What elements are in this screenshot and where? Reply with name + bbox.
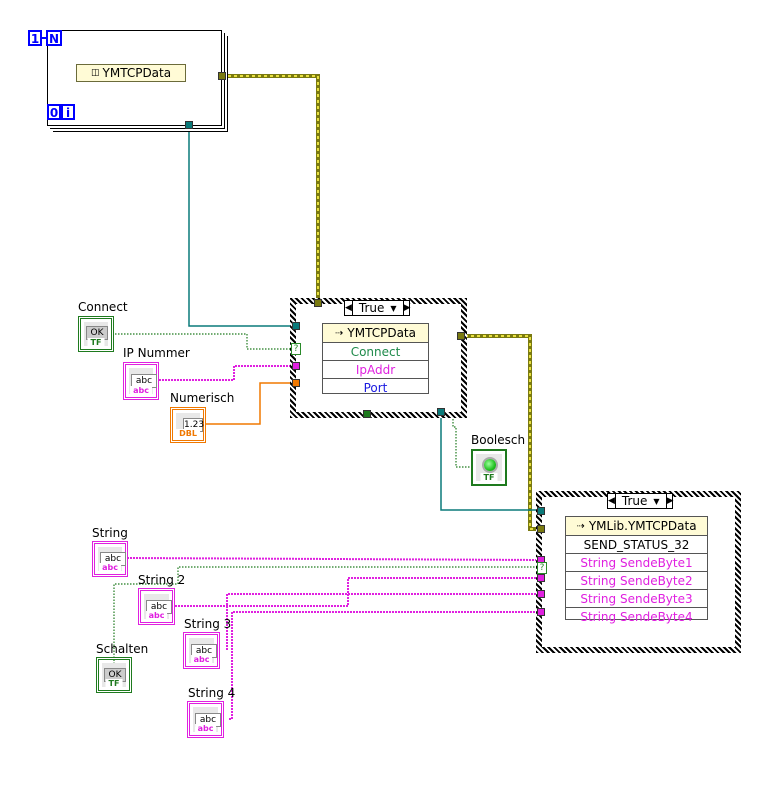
cluster-type-icon: ◫ [91, 68, 100, 78]
string-control[interactable]: abc abc [92, 541, 128, 577]
boolesch-indicator: TF [471, 449, 507, 486]
string-tunnel-in[interactable] [537, 574, 545, 582]
connect-control[interactable]: OK TF [78, 316, 114, 352]
chevron-down-icon[interactable]: ▼ [390, 303, 397, 313]
iteration-terminal[interactable]: i [61, 104, 75, 120]
case-selector-terminal[interactable]: ? [291, 343, 301, 355]
cluster-tunnel-out[interactable] [457, 332, 465, 340]
prev-case-icon[interactable]: ◀ [345, 303, 352, 313]
string-4-control[interactable]: abc abc [187, 701, 224, 738]
arrow-icon: ⇢ [335, 327, 344, 339]
next-case-icon[interactable]: ▶ [403, 303, 411, 313]
type-badge: abc [130, 386, 152, 395]
type-badge: abc [99, 563, 121, 572]
string-label: String [92, 526, 128, 540]
ip-nummer-control[interactable]: abc abc [123, 362, 159, 400]
chevron-down-icon[interactable]: ▼ [653, 496, 660, 506]
field-sendebyte2[interactable]: String SendeByte2 [580, 573, 693, 588]
led-icon [484, 459, 496, 471]
boolesch-label: Boolesch [471, 433, 526, 447]
field-port[interactable]: Port [363, 380, 388, 395]
field-sendebyte3[interactable]: String SendeByte3 [580, 591, 693, 606]
case-selector-2[interactable]: ◀ True ▼ ▶ [607, 493, 674, 509]
type-badge: abc [190, 655, 213, 664]
field-send-status[interactable]: SEND_STATUS_32 [583, 537, 690, 552]
string-3-control[interactable]: abc abc [183, 632, 220, 669]
reference-tunnel-in[interactable] [292, 322, 300, 330]
field-ipaddr[interactable]: IpAddr [355, 362, 396, 377]
field-sendebyte1[interactable]: String SendeByte1 [580, 555, 693, 570]
schalten-control[interactable]: OK TF [96, 657, 132, 693]
string-2-label: String 2 [138, 573, 186, 587]
loop-count-terminal[interactable]: N [46, 30, 62, 46]
boolean-tunnel-bottom[interactable] [363, 410, 371, 418]
numerisch-control[interactable]: 1.23 DBL [170, 407, 206, 443]
iteration-value: 0 [47, 104, 61, 120]
type-badge: TF [87, 338, 105, 347]
type-badge: DBL [176, 429, 200, 438]
cluster-constant-label: YMTCPData [102, 66, 172, 80]
unbundle-header: YMLib.YMTCPData [588, 519, 697, 533]
string-3-label: String 3 [184, 617, 232, 631]
unbundle-by-name-2[interactable]: ⇢YMLib.YMTCPData SEND_STATUS_32 String S… [565, 516, 708, 624]
next-case-icon[interactable]: ▶ [666, 496, 674, 506]
string-2-control[interactable]: abc abc [138, 588, 175, 625]
schalten-label: Schalten [96, 642, 149, 656]
prev-case-icon[interactable]: ◀ [608, 496, 615, 506]
cluster-tunnel[interactable] [218, 72, 226, 80]
type-badge: abc [145, 611, 168, 620]
cluster-tunnel-in[interactable] [537, 525, 545, 533]
string-tunnel-in[interactable] [537, 590, 545, 598]
case-selector-value: True [621, 494, 648, 508]
cluster-constant[interactable]: ◫ YMTCPData [76, 64, 186, 82]
cluster-tunnel-top[interactable] [314, 299, 322, 307]
string-4-label: String 4 [188, 686, 236, 700]
numerisch-label: Numerisch [170, 391, 235, 405]
connect-label: Connect [78, 300, 128, 314]
type-badge: TF [105, 679, 123, 688]
case-selector-1[interactable]: ◀ True ▼ ▶ [344, 300, 411, 316]
ip-nummer-label: IP Nummer [123, 346, 190, 360]
reference-tunnel[interactable] [185, 121, 193, 129]
type-badge: abc [194, 724, 217, 733]
reference-tunnel-in[interactable] [537, 507, 545, 515]
field-sendebyte4[interactable]: String SendeByte4 [580, 609, 693, 624]
field-connect[interactable]: Connect [350, 344, 401, 359]
string-tunnel-in[interactable] [292, 362, 300, 370]
count-wire [42, 37, 47, 39]
loop-count-constant[interactable]: 1 [28, 30, 42, 46]
case-selector-value: True [358, 301, 385, 315]
unbundle-header: YMTCPData [347, 326, 416, 340]
arrow-icon: ⇢ [576, 520, 585, 532]
reference-tunnel-out[interactable] [437, 408, 445, 416]
unbundle-by-name-1[interactable]: ⇢YMTCPData Connect IpAddr Port [322, 323, 429, 395]
string-tunnel-in[interactable] [537, 608, 545, 616]
numeric-tunnel-in[interactable] [292, 379, 300, 387]
type-badge: TF [480, 473, 498, 482]
case-selector-terminal[interactable]: ? [537, 562, 547, 574]
